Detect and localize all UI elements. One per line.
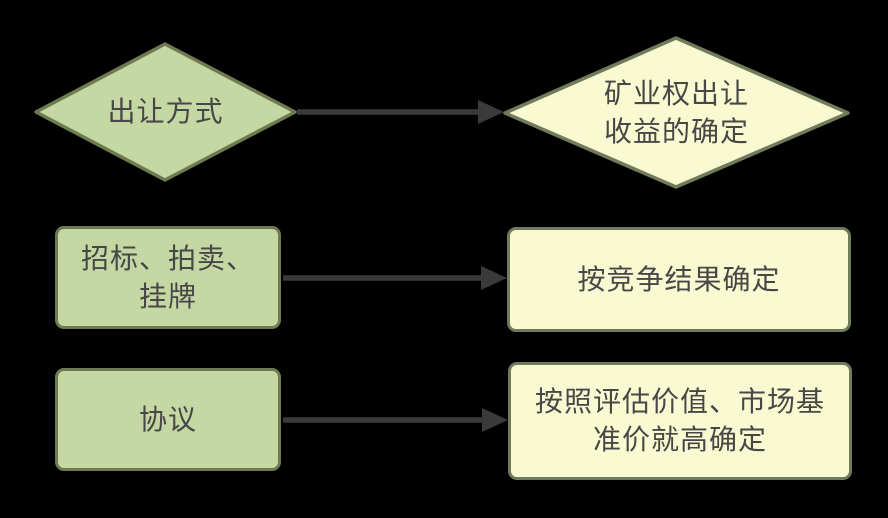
assessed-value-benchmark-box: 按照评估价值、市场基 准价就高确定	[508, 362, 852, 480]
arrow-agreement-to-result	[283, 408, 508, 432]
arrow-diamond-to-diamond	[297, 100, 504, 124]
bidding-auction-listing-box: 招标、拍卖、 挂牌	[55, 226, 281, 329]
income-determination-diamond-shape	[503, 36, 850, 189]
competition-result-box: 按竞争结果确定	[507, 227, 851, 332]
transfer-method-diamond-shape	[34, 42, 297, 182]
agreement-box: 协议	[55, 368, 281, 471]
arrow-bidding-to-result	[283, 266, 507, 290]
